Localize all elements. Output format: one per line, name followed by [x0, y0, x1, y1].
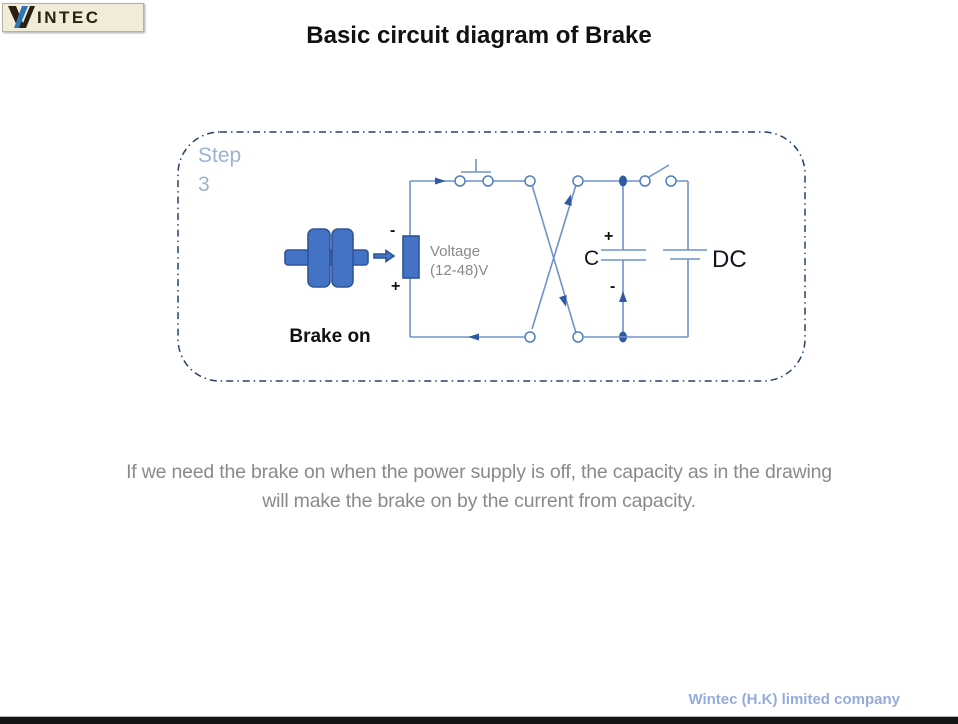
contact-node	[524, 331, 536, 343]
bottom-rail	[410, 333, 688, 341]
bottom-bar	[0, 716, 958, 724]
cross-wire-up	[531, 184, 577, 330]
coil-minus-sign: -	[390, 222, 395, 239]
brake-disc-left	[307, 228, 331, 288]
current-arrow-right-icon	[435, 177, 446, 185]
brake-to-coil-arrow-icon	[373, 248, 396, 264]
capacitor-plus-sign: +	[604, 228, 613, 245]
contact-node	[665, 175, 677, 187]
junction-dot	[619, 175, 627, 187]
dc-label: DC	[712, 246, 747, 273]
current-arrow-up-icon	[619, 291, 627, 302]
capacitor-plates	[601, 249, 646, 261]
footer-company: Wintec (H.K) limited company	[688, 691, 900, 708]
contact-node	[454, 175, 466, 187]
step-label: Step	[198, 144, 241, 167]
contact-node	[639, 175, 651, 187]
page-title: Basic circuit diagram of Brake	[306, 22, 652, 49]
knife-switch-lever	[648, 164, 670, 178]
top-rail	[410, 159, 536, 187]
step-boundary-box	[177, 131, 806, 382]
brake-disc-right	[331, 228, 354, 288]
crossover-wires	[524, 175, 584, 343]
voltage-label: Voltage	[430, 243, 480, 260]
dc-battery-plates	[663, 249, 707, 260]
wintec-logo-text: INTEC	[37, 8, 101, 27]
contact-node	[524, 175, 536, 187]
brake-on-label: Brake on	[289, 326, 370, 347]
circuit-diagram: Step 3 Brake on - + Voltage (12-48)V	[177, 131, 806, 382]
capacitor-label: C	[584, 247, 599, 270]
description-line-2: will make the brake on by the current fr…	[262, 490, 696, 512]
push-button-switch	[461, 159, 491, 173]
capacitor-minus-sign: -	[610, 278, 615, 295]
voltage-range-label: (12-48)V	[430, 262, 488, 279]
brake-coil	[402, 235, 420, 279]
contact-node	[572, 331, 584, 343]
step-number: 3	[198, 173, 210, 196]
coil-branch: - + Voltage (12-48)V	[390, 181, 488, 337]
contact-node	[482, 175, 494, 187]
current-arrow-left-icon	[468, 333, 479, 341]
wintec-logo: INTEC	[2, 3, 144, 32]
current-arrow-up-icon	[564, 194, 572, 206]
top-right-rail	[583, 164, 688, 187]
current-arrow-down-icon	[559, 295, 567, 307]
contact-node	[572, 175, 584, 187]
dc-source-branch: DC	[663, 181, 747, 337]
brake-symbol	[284, 228, 369, 288]
coil-plus-sign: +	[391, 278, 400, 295]
capacitor-branch: + - C	[584, 186, 646, 343]
description-text: If we need the brake on when the power s…	[0, 458, 958, 516]
description-line-1: If we need the brake on when the power s…	[126, 461, 832, 483]
wintec-w-mark-icon	[8, 6, 35, 28]
